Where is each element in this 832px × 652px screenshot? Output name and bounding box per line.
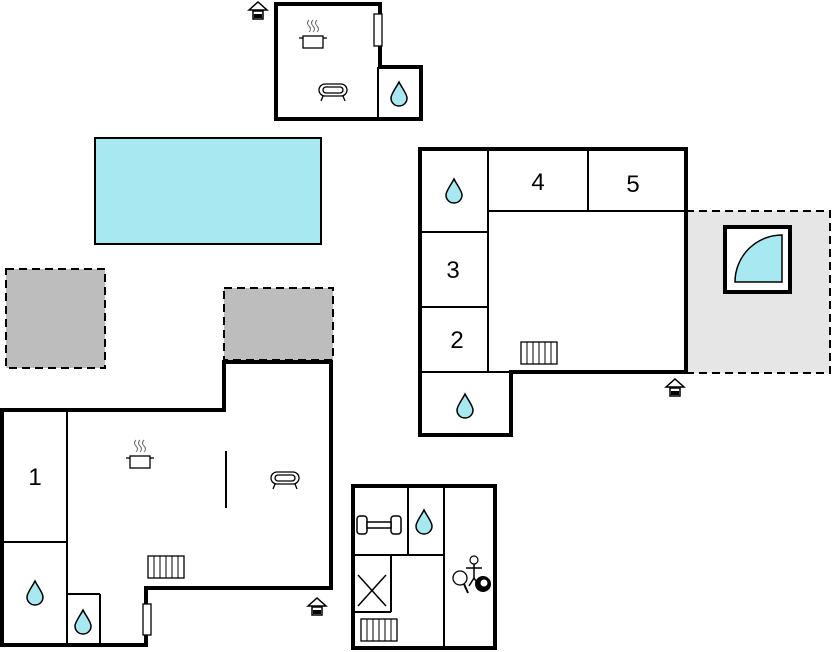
stove-icon	[298, 19, 328, 49]
building-top	[274, 2, 423, 121]
entrance-icon	[248, 1, 268, 20]
building-left	[0, 360, 333, 647]
radiator-icon	[360, 618, 398, 642]
whirlpool-icon	[723, 225, 792, 294]
table-tennis-icon	[452, 570, 469, 594]
room-number-2: 2	[450, 327, 463, 354]
room-number-4: 4	[531, 169, 544, 196]
bathroom-icon	[74, 609, 92, 635]
pool	[94, 137, 322, 245]
entrance-icon	[665, 378, 685, 397]
building-right	[418, 147, 688, 437]
bathroom-icon	[445, 178, 463, 204]
stove-icon	[125, 439, 155, 469]
radiator-icon	[520, 341, 558, 365]
terrace-middle	[223, 287, 334, 361]
bathroom-icon	[390, 81, 408, 107]
radiator-icon	[147, 555, 185, 579]
sofa-icon	[318, 83, 348, 102]
billiard-ball-icon	[475, 576, 491, 592]
room-number-1: 1	[28, 464, 41, 491]
sofa-icon	[270, 471, 300, 490]
dumbbell-icon	[356, 515, 402, 535]
bathroom-icon	[456, 393, 474, 419]
room-number-3: 3	[446, 257, 459, 284]
entrance-icon	[307, 597, 327, 616]
bathroom-icon	[26, 580, 44, 606]
door-icon	[142, 603, 152, 636]
bathroom-icon	[415, 509, 433, 535]
terrace-left	[5, 268, 106, 369]
door-icon	[373, 13, 383, 47]
room-number-5: 5	[626, 171, 639, 198]
building-bottom	[351, 484, 497, 650]
